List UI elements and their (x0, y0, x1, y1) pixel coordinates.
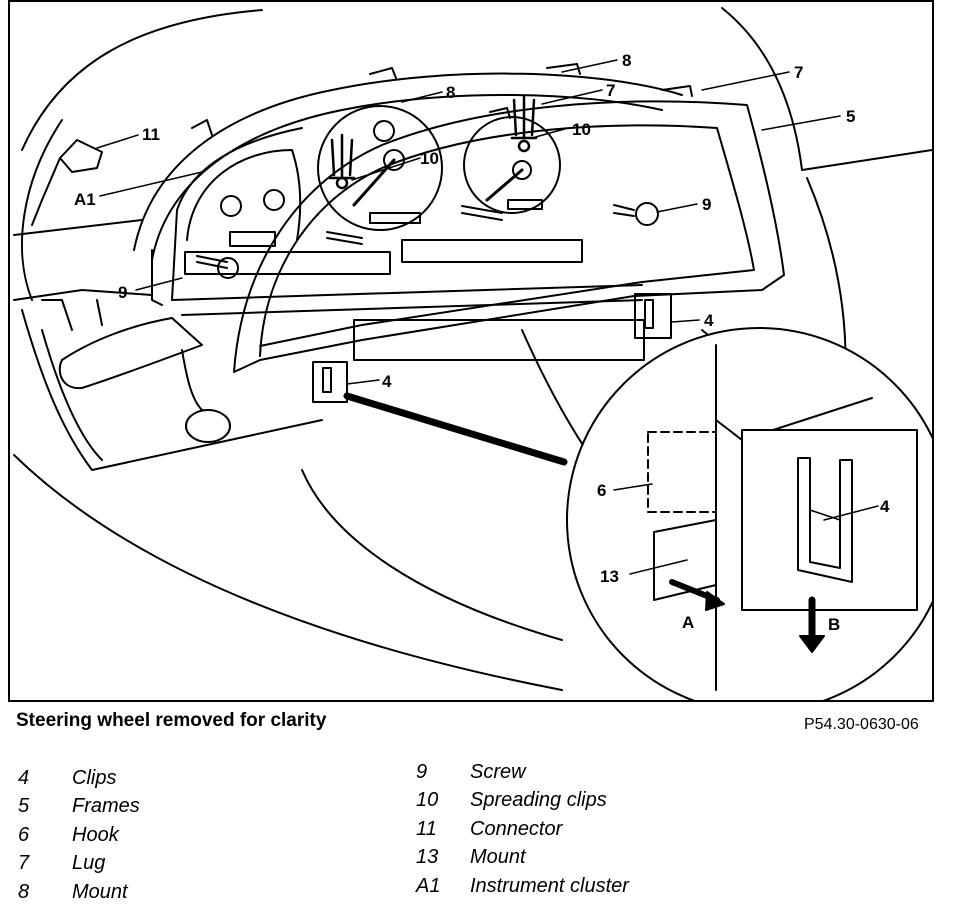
callout-8-top: 8 (622, 51, 631, 70)
leader-lines (96, 59, 841, 385)
callout-5: 5 (846, 107, 855, 126)
callout-7-right: 7 (794, 63, 803, 82)
figure-reference: P54.30-0630-06 (804, 716, 919, 733)
cluster-frame (233, 100, 785, 373)
callout-10-right: 10 (572, 120, 591, 139)
callout-A: A (682, 613, 694, 632)
lugs-and-mounts (191, 63, 693, 136)
callout-13: 13 (600, 567, 619, 586)
callout-4-left: 4 (382, 372, 392, 391)
callout-4-detail: 4 (880, 497, 890, 516)
detail-view (566, 327, 932, 700)
exploded-diagram: 11 A1 9 8 8 7 7 5 10 10 9 4 4 6 4 13 A B (8, 0, 934, 702)
callout-9-right: 9 (702, 195, 711, 214)
callout-4-right: 4 (704, 311, 714, 330)
spreading-clips (328, 94, 538, 190)
callout-6: 6 (597, 481, 606, 500)
screws (217, 202, 659, 279)
callout-7-center: 7 (606, 81, 615, 100)
diagram-drawing: 11 A1 9 8 8 7 7 5 10 10 9 4 4 6 4 13 A B (13, 7, 932, 700)
instrument-cluster (133, 72, 683, 316)
callout-8-center: 8 (446, 83, 455, 102)
callout-9-left: 9 (118, 283, 127, 302)
callout-B: B (828, 615, 840, 634)
connector (31, 139, 103, 226)
detail-pointer (343, 392, 568, 466)
callout-labels: 11 A1 9 8 8 7 7 5 10 10 9 4 4 6 4 13 A B (74, 51, 890, 634)
clips (312, 293, 672, 403)
figure-caption: Steering wheel removed for clarity (16, 710, 327, 731)
callout-A1: A1 (74, 190, 96, 209)
callout-10-left: 10 (420, 149, 439, 168)
steering-stalk (41, 299, 231, 443)
callout-11: 11 (142, 125, 160, 144)
